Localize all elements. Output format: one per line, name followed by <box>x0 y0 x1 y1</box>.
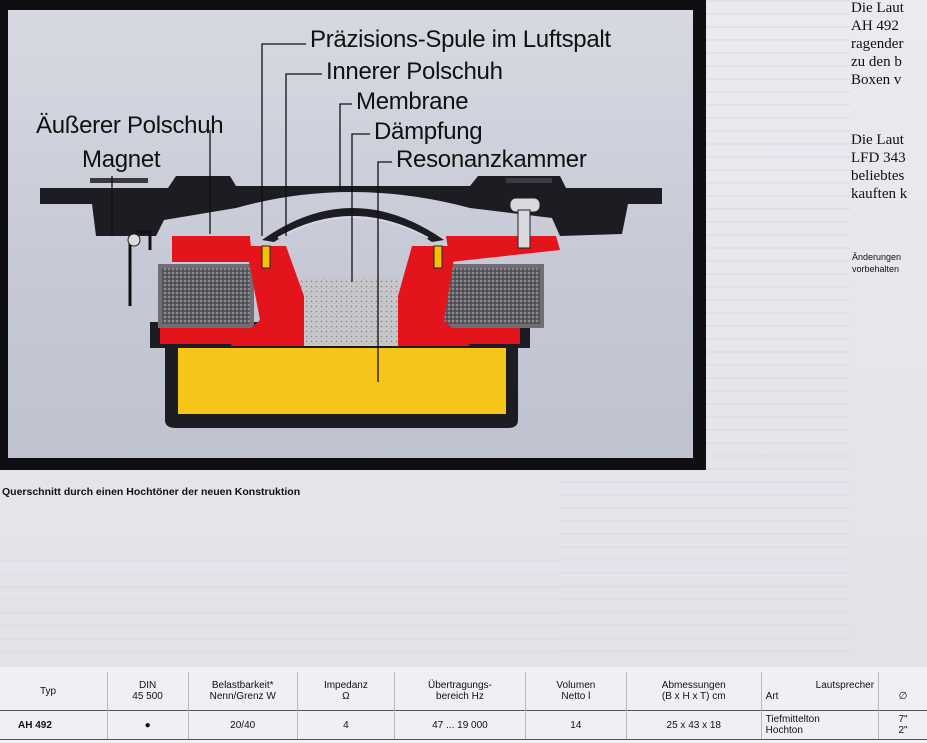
right-text-line: Boxen v <box>851 72 902 88</box>
tweeter-cross-section-drawing <box>40 43 662 428</box>
header-diameter: ∅ <box>898 691 908 702</box>
cell-load: 20/40 <box>188 710 298 740</box>
table-row: AH 492 ● 20/40 4 47 ... 19 000 14 25 x 4… <box>0 710 927 740</box>
label-membrane: Membrane <box>356 88 469 115</box>
header-dimensions: Abmessungen(B x H x T) cm <box>626 672 762 711</box>
right-text-line: beliebtes <box>851 168 905 184</box>
outer-pole-piece-left <box>172 236 252 262</box>
inner-pole-piece-right <box>398 246 470 346</box>
right-text-line: AH 492 <box>851 18 899 34</box>
leader-lines <box>111 43 392 382</box>
terminal-lead <box>128 230 152 306</box>
label-magnet: Magnet <box>82 146 161 173</box>
changes-note: Änderungen <box>852 252 902 262</box>
header-frequency-range: Übertragungs-bereich Hz <box>394 672 526 711</box>
right-text-line: Die Laut <box>851 132 904 148</box>
membrane-dome <box>262 208 444 242</box>
label-inner-pole-piece: Innerer Polschuh <box>326 58 503 85</box>
right-text-line: kauften k <box>851 186 908 202</box>
inner-pole-piece-left <box>230 246 304 346</box>
cell-frequency-range: 47 ... 19 000 <box>394 710 526 740</box>
voice-coil-left <box>261 245 271 269</box>
right-text-line: zu den b <box>851 54 902 70</box>
figure-caption: Querschnitt durch einen Hochtöner der ne… <box>2 486 301 498</box>
cell-volume: 14 <box>525 710 627 740</box>
cell-typ: AH 492 <box>0 710 108 740</box>
cell-impedance: 4 <box>297 710 395 740</box>
changes-note: vorbehalten <box>852 264 900 274</box>
right-text-line: LFD 343 <box>851 150 906 166</box>
cell-dimensions: 25 x 43 x 18 <box>626 710 762 740</box>
label-damping: Dämpfung <box>374 118 483 145</box>
voice-coil-right <box>433 245 443 269</box>
label-precision-coil: Präzisions-Spule im Luftspalt <box>310 26 611 53</box>
cell-diameter: 7"2" <box>878 710 927 740</box>
housing-top <box>40 176 662 236</box>
faded-text-block <box>0 560 560 660</box>
cross-section-figure: Präzisions-Spule im Luftspalt Innerer Po… <box>0 0 706 470</box>
right-text-line: ragender <box>851 36 904 52</box>
grille-slots <box>90 178 552 183</box>
header-load: Belastbarkeit*Nenn/Grenz W <box>188 672 298 711</box>
label-resonance-chamber: Resonanzkammer <box>396 146 587 173</box>
label-outer-pole-piece: Äußerer Polschuh <box>36 112 224 139</box>
header-typ: Typ <box>0 672 108 711</box>
outer-pole-piece-right <box>446 236 560 262</box>
cell-din: ● <box>107 710 189 740</box>
right-text-line: Die Laut <box>851 0 904 16</box>
